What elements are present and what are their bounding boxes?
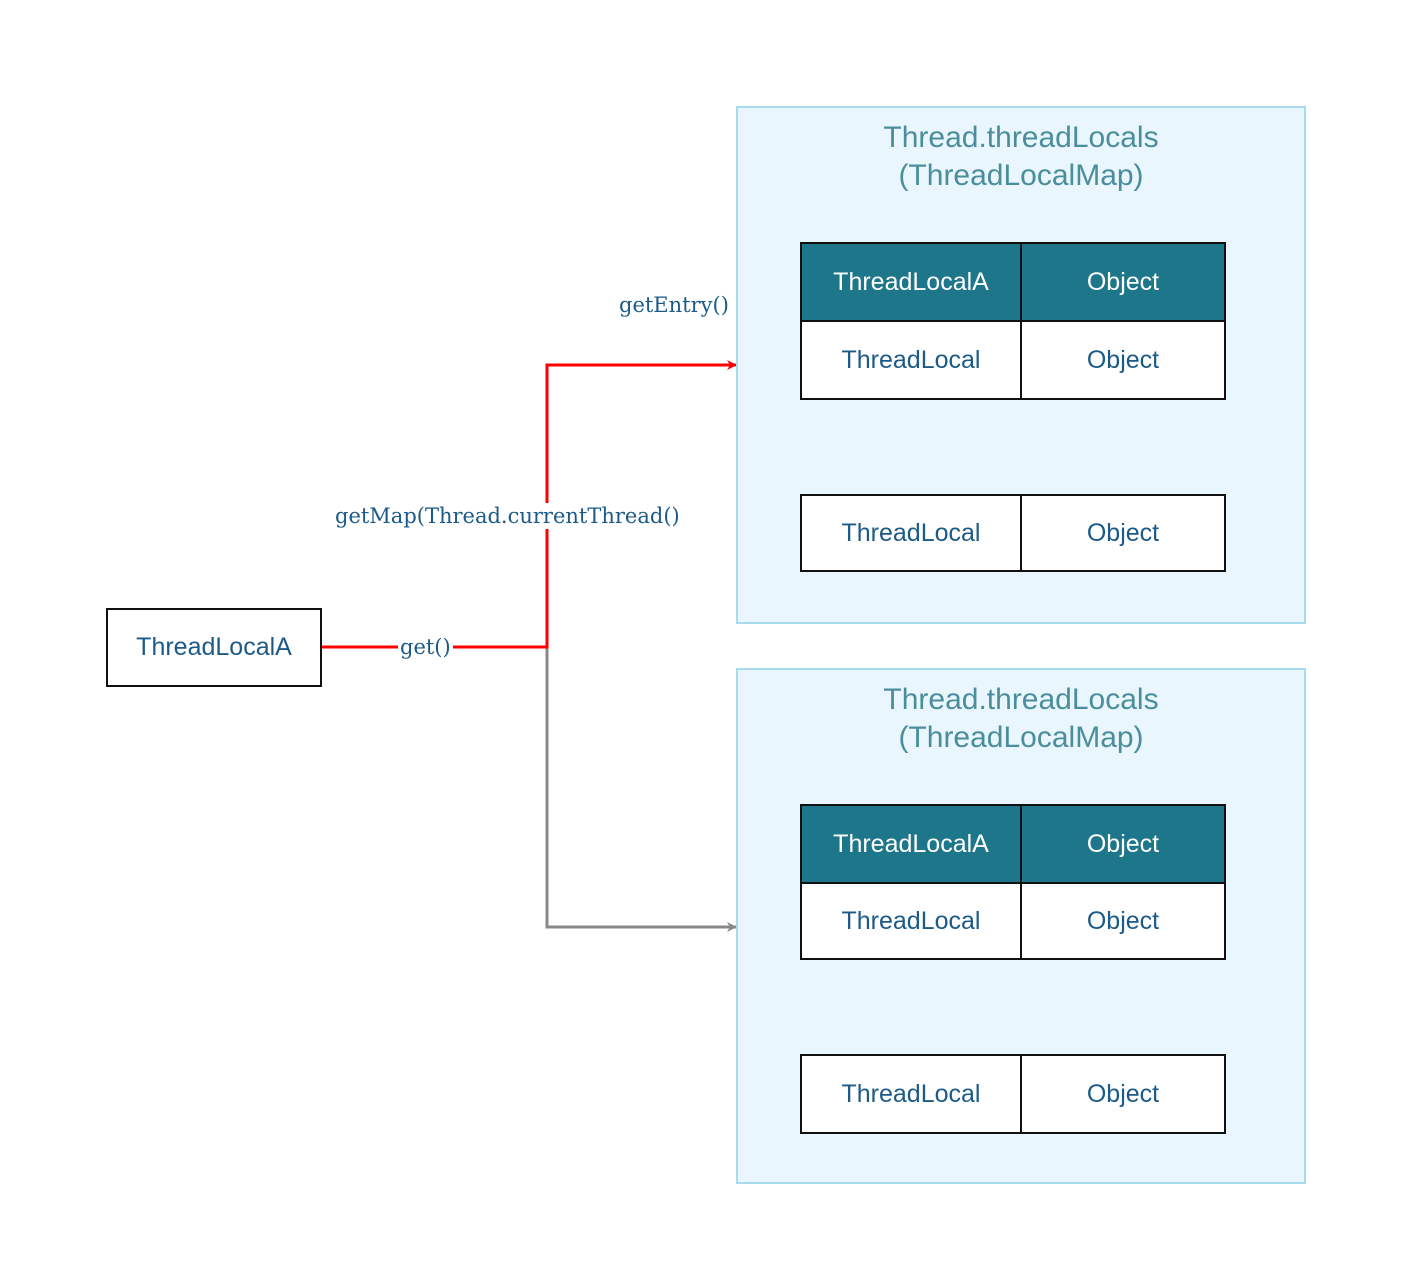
map-2-row-2-value-cell: Object	[1020, 882, 1226, 960]
get-map-call-label: getMap(Thread.currentThread()	[333, 503, 682, 529]
get-entry-call-label: getEntry()	[617, 292, 731, 318]
map-1-row-3-key-cell: ThreadLocal	[800, 494, 1022, 572]
map-1-title-line1: Thread.threadLocals	[883, 121, 1159, 154]
threadlocal-a-node: ThreadLocalA	[106, 608, 322, 687]
map-2-title-line1: Thread.threadLocals	[883, 683, 1159, 716]
map-1-title: Thread.threadLocals (ThreadLocalMap)	[738, 119, 1304, 195]
get-call-label: get()	[398, 634, 453, 660]
map-2-row-2-key-cell: ThreadLocal	[800, 882, 1022, 960]
map-1-title-line2: (ThreadLocalMap)	[898, 159, 1144, 192]
map-2-entry-value-cell: Object	[1020, 804, 1226, 884]
map-2-row-3-value-cell: Object	[1020, 1054, 1226, 1134]
inactive-path-to-map-2	[545, 647, 737, 932]
map-2-row-3-key-cell: ThreadLocal	[800, 1054, 1022, 1134]
map-1-row-3-value-cell: Object	[1020, 494, 1226, 572]
map-1-row-2-key-cell: ThreadLocal	[800, 320, 1022, 400]
map-2-title: Thread.threadLocals (ThreadLocalMap)	[738, 681, 1304, 757]
map-2-title-line2: (ThreadLocalMap)	[898, 721, 1144, 754]
map-1-entry-key-cell: ThreadLocalA	[800, 242, 1022, 322]
map-1-row-2-value-cell: Object	[1020, 320, 1226, 400]
map-2-entry-key-cell: ThreadLocalA	[800, 804, 1022, 884]
map-1-entry-value-cell: Object	[1020, 242, 1226, 322]
